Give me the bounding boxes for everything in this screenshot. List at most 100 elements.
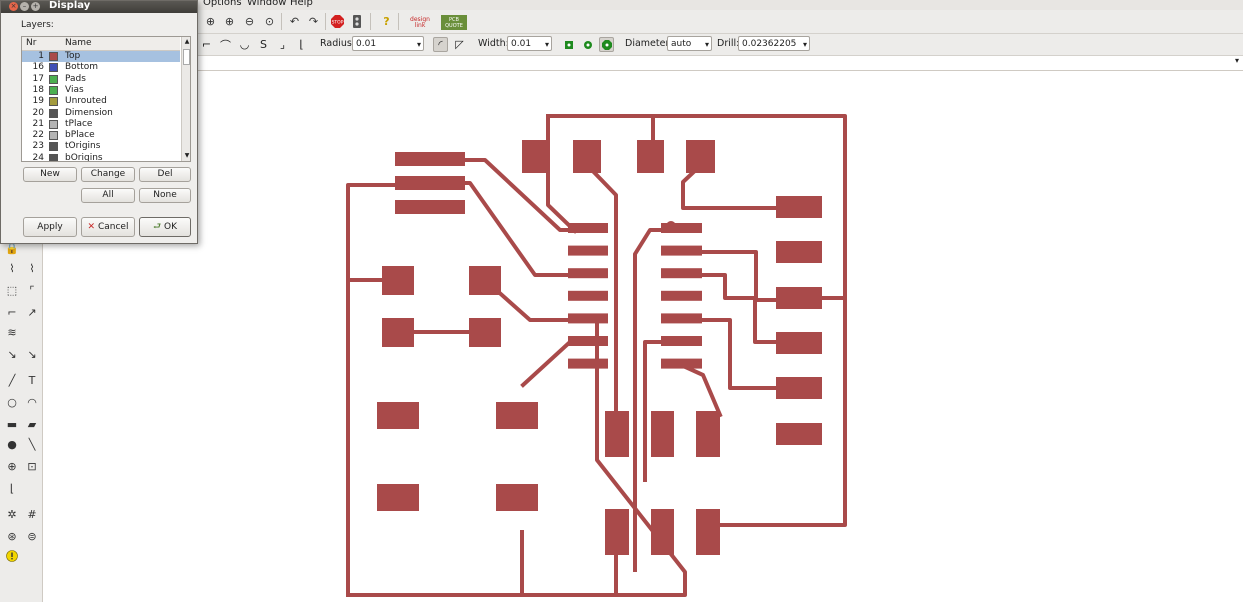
smd-pad[interactable]	[377, 484, 419, 511]
stop-icon[interactable]: STOP	[330, 14, 345, 29]
smd-pad[interactable]	[395, 200, 465, 214]
new-button[interactable]: New	[23, 167, 77, 182]
copper-trace[interactable]	[546, 114, 847, 527]
bend-90-icon[interactable]: ⌐	[201, 38, 212, 51]
smd-pad[interactable]	[382, 318, 414, 347]
smd-pad[interactable]	[568, 313, 608, 324]
diameter-combo[interactable]: auto▾	[667, 36, 712, 51]
polygon-icon[interactable]: ▰	[27, 417, 37, 431]
smd-pad[interactable]	[661, 245, 702, 256]
smd-pad[interactable]	[661, 358, 702, 369]
copper-trace[interactable]	[585, 163, 618, 417]
smd-pad[interactable]	[395, 176, 465, 190]
zoom-in-icon[interactable]: ⊕	[224, 15, 235, 28]
smd-pad[interactable]	[469, 266, 501, 295]
ok-button[interactable]: ⮐ OK	[139, 217, 191, 237]
dialog-titlebar[interactable]: × – + Display	[1, 0, 197, 13]
miter-round-icon[interactable]: ◜	[433, 37, 448, 52]
via[interactable]	[666, 221, 676, 231]
smd-pad[interactable]	[496, 402, 538, 429]
menu-window[interactable]: Window	[247, 0, 287, 8]
smd-pad[interactable]	[661, 336, 702, 346]
hole-icon[interactable]: ⊕	[7, 459, 17, 473]
smd-pad[interactable]	[568, 245, 608, 256]
menu-options[interactable]: Options	[203, 0, 242, 8]
bend-curve-icon[interactable]: ⌒	[220, 38, 231, 52]
bend-s-icon[interactable]: S	[260, 38, 267, 51]
smd-pad[interactable]	[605, 411, 629, 457]
smd-pad[interactable]	[661, 268, 702, 279]
command-history-dropdown-icon[interactable]: ▾	[1235, 56, 1240, 65]
smd-pad[interactable]	[568, 290, 608, 301]
meander-icon[interactable]: ≋	[7, 325, 17, 339]
zoom-fit-icon[interactable]: ⊕	[205, 15, 216, 28]
smash-icon[interactable]: ⬚	[6, 283, 18, 297]
close-icon[interactable]: ×	[9, 2, 18, 11]
ratsnest-icon[interactable]: ✲	[7, 507, 17, 521]
command-line[interactable]	[42, 56, 1243, 71]
copper-trace[interactable]	[679, 318, 800, 390]
via-round-icon[interactable]	[580, 37, 595, 52]
smd-pad[interactable]	[686, 140, 715, 173]
pcb-quote-icon[interactable]: PCB QUOTE	[441, 15, 467, 30]
erc-icon[interactable]: ⊛	[7, 529, 17, 543]
smd-pad[interactable]	[661, 290, 702, 301]
help-icon[interactable]: ?	[383, 15, 390, 28]
line-icon[interactable]: ╱	[8, 373, 16, 387]
arc-icon[interactable]: ◠	[27, 395, 37, 409]
smd-pad[interactable]	[661, 313, 702, 324]
maximize-icon[interactable]: +	[31, 2, 40, 11]
smd-pad[interactable]	[696, 509, 720, 555]
copper-trace[interactable]	[346, 183, 524, 597]
column-name[interactable]: Name	[65, 38, 92, 48]
smd-pad[interactable]	[496, 484, 538, 511]
route-icon[interactable]: ↘	[7, 347, 17, 361]
smd-pad[interactable]	[637, 140, 664, 173]
via-icon[interactable]: ●	[7, 437, 17, 451]
scroll-thumb[interactable]	[183, 49, 190, 65]
undo-icon[interactable]: ↶	[289, 15, 300, 28]
zoom-select-icon[interactable]: ⊙	[264, 15, 275, 28]
smd-pad[interactable]	[661, 223, 702, 233]
bend-step-icon[interactable]: ⌊	[299, 38, 304, 51]
rect-icon[interactable]: ▬	[6, 417, 18, 431]
lock-icon[interactable]: 🔒	[5, 241, 19, 255]
board-canvas[interactable]	[43, 71, 1243, 602]
optimize-icon[interactable]: ⌇	[29, 261, 35, 275]
slice-icon[interactable]: ↗	[27, 305, 37, 319]
drc-icon[interactable]: ⊜	[27, 529, 37, 543]
cancel-button[interactable]: ✕ Cancel	[81, 217, 135, 237]
smd-pad[interactable]	[522, 140, 549, 173]
via-square-icon[interactable]	[561, 37, 576, 52]
smd-pad[interactable]	[568, 268, 608, 279]
smd-pad[interactable]	[395, 152, 465, 166]
smd-pad[interactable]	[605, 509, 629, 555]
via-octagon-icon[interactable]	[599, 37, 614, 52]
smd-pad[interactable]	[573, 140, 601, 173]
go-icon[interactable]	[349, 14, 364, 29]
copper-trace[interactable]	[678, 362, 723, 418]
none-button[interactable]: None	[139, 188, 191, 203]
smd-pad[interactable]	[776, 332, 822, 354]
smd-pad[interactable]	[776, 196, 822, 218]
circle-icon[interactable]: ○	[7, 395, 17, 409]
split-line-icon[interactable]: ⌐	[7, 305, 17, 319]
del-button[interactable]: Del	[139, 167, 191, 182]
smd-pad[interactable]	[377, 402, 419, 429]
bend-45-icon[interactable]: ⌟	[279, 38, 286, 51]
menu-help[interactable]: Help	[290, 0, 313, 8]
dimension-icon[interactable]: ⌊	[9, 481, 15, 495]
ripup-icon[interactable]: ↘	[27, 347, 37, 361]
text-icon[interactable]: T	[28, 373, 36, 387]
change-button[interactable]: Change	[81, 167, 135, 182]
smd-pad[interactable]	[776, 377, 822, 399]
